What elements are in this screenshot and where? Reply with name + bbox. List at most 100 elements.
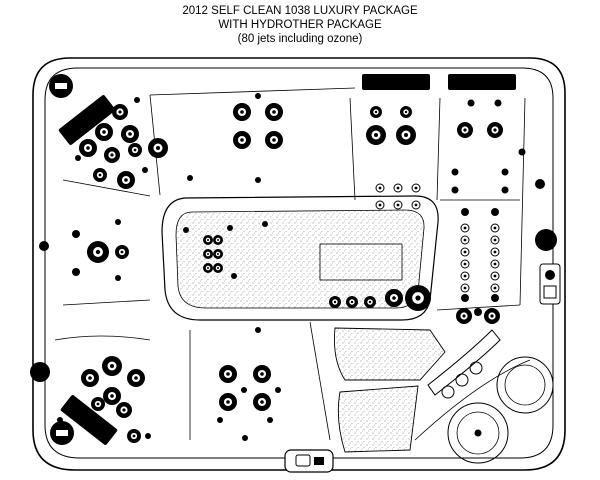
jet — [490, 247, 500, 257]
jet — [255, 327, 261, 333]
step-upper — [334, 327, 446, 381]
jet — [127, 369, 145, 387]
jet — [474, 308, 482, 316]
seat-contours — [54, 87, 531, 459]
jet — [370, 106, 382, 118]
jet — [148, 138, 168, 158]
jet — [491, 294, 499, 302]
jet — [393, 200, 403, 210]
jet — [385, 289, 403, 307]
jet — [183, 227, 189, 233]
jet — [217, 417, 223, 423]
jet — [233, 103, 251, 121]
jet — [490, 223, 500, 233]
jet — [275, 387, 281, 393]
jet — [460, 271, 470, 281]
diverter-panels — [58, 74, 516, 445]
jet — [203, 235, 213, 245]
jet — [460, 247, 470, 257]
jet — [501, 168, 509, 176]
jet — [265, 131, 283, 149]
jet — [457, 122, 473, 138]
jet — [375, 200, 385, 210]
jet — [104, 147, 120, 163]
filter-housing — [49, 74, 74, 445]
jet — [213, 235, 223, 245]
jet-count-note: (80 jets including ozone) — [237, 33, 363, 45]
jet — [255, 177, 261, 183]
jet — [112, 104, 128, 120]
jet — [461, 294, 469, 302]
jet — [366, 125, 386, 145]
jet — [253, 365, 271, 383]
jet — [79, 139, 97, 157]
jet — [219, 365, 237, 383]
jet — [491, 208, 499, 216]
jet — [405, 285, 431, 311]
jet — [255, 93, 261, 99]
jet — [400, 106, 412, 118]
jet — [262, 221, 268, 227]
footwell — [161, 195, 439, 321]
jet — [451, 186, 459, 194]
jet — [102, 356, 122, 376]
diagram-title: 2012 SELF CLEAN 1038 LUXURY PACKAGE — [182, 5, 418, 17]
jet — [213, 263, 223, 273]
jet — [117, 171, 135, 189]
jet — [329, 296, 341, 308]
jet — [411, 200, 421, 210]
jet — [115, 275, 121, 281]
diagram-subtitle: WITH HYDROTHER PACKAGE — [218, 19, 382, 31]
jet — [467, 99, 475, 107]
spa-inner-rim — [44, 67, 554, 459]
jet — [103, 387, 121, 405]
jet — [233, 131, 251, 149]
jets — [57, 93, 526, 443]
jet — [396, 125, 416, 145]
jet — [128, 143, 142, 157]
jet — [227, 225, 233, 231]
side-controls — [30, 179, 561, 382]
jet — [72, 230, 80, 238]
jet — [460, 235, 470, 245]
jet — [95, 123, 113, 141]
jet — [213, 249, 223, 259]
jet — [490, 259, 500, 269]
jet — [518, 148, 526, 156]
jet — [91, 397, 105, 411]
jet — [81, 369, 99, 387]
jet — [121, 125, 139, 143]
jet — [494, 99, 502, 107]
jet — [490, 235, 500, 245]
jet — [57, 417, 63, 423]
jet — [460, 259, 470, 269]
jet — [145, 433, 151, 439]
jet — [484, 308, 500, 324]
control-panel — [284, 449, 334, 473]
jet — [490, 283, 500, 293]
jet — [93, 117, 99, 123]
jet — [490, 271, 500, 281]
jet — [203, 249, 213, 259]
lounge-features — [427, 329, 554, 464]
jet — [451, 168, 459, 176]
jet — [231, 273, 237, 279]
jet — [460, 283, 470, 293]
jet — [142, 167, 148, 173]
jet — [487, 122, 503, 138]
jet — [346, 296, 358, 308]
jet — [87, 241, 109, 263]
jet — [253, 393, 271, 411]
jet — [93, 168, 107, 182]
jet — [393, 183, 403, 193]
footwell-floor — [175, 209, 425, 309]
jet — [219, 393, 237, 411]
jet — [241, 387, 247, 393]
jet — [456, 308, 472, 324]
jet — [265, 103, 283, 121]
jet — [75, 155, 81, 161]
jet — [115, 219, 121, 225]
step-lower — [337, 385, 419, 453]
jet — [72, 268, 80, 276]
